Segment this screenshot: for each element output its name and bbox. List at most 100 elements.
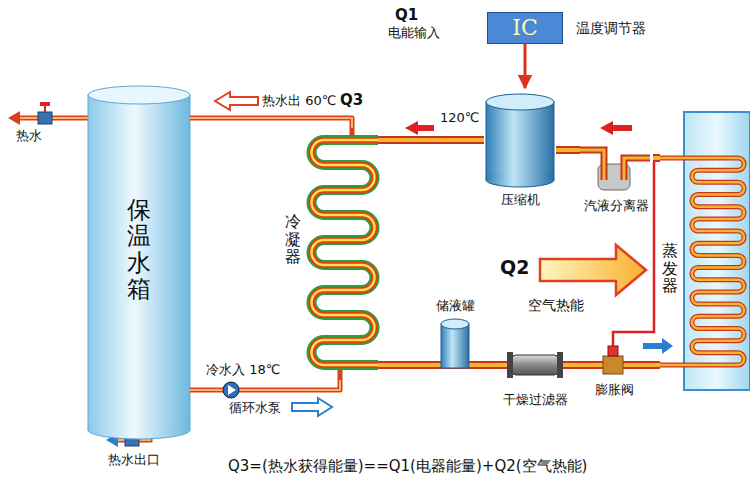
valve-handle (44, 105, 46, 112)
pipe-connector (190, 118, 352, 128)
compressor-body (486, 94, 554, 187)
pipe (624, 158, 650, 180)
pump-symbol (223, 382, 239, 398)
pipe-stroke (480, 363, 492, 367)
annotation-label: 空气热能 (528, 297, 584, 314)
receiver-body (430, 319, 480, 368)
annotation-label: Q3 (340, 91, 363, 109)
tank-body (88, 86, 190, 439)
valve-handle (40, 102, 50, 106)
pipe-stroke (480, 361, 492, 369)
annotation-label: 热水出 60℃ (262, 93, 336, 109)
heat-arrow (540, 245, 646, 295)
pipe-connector (525, 44, 526, 88)
compressor-bottom (486, 173, 554, 187)
node-label: 压缩机 (501, 192, 540, 208)
hot-water-outlet (8, 102, 88, 125)
pipe-connector (378, 140, 484, 141)
pipe (624, 158, 650, 180)
annotation-label: 热水 (16, 128, 42, 144)
filter-body (492, 352, 578, 378)
receiver-cylinder (441, 324, 469, 368)
dry-filter: 干燥过滤器 (492, 350, 578, 410)
pipe-stroke (378, 136, 484, 144)
liquid-receiver: 储液罐 (430, 298, 480, 376)
compressor-fill (487, 172, 553, 180)
compressor-top (486, 94, 554, 110)
pipe (20, 116, 88, 121)
pipe-connector (288, 380, 340, 390)
pipe-stroke (556, 148, 580, 152)
annotation-label: Q1 (395, 6, 418, 24)
pipe-stroke (578, 361, 588, 369)
separator-body (580, 150, 650, 190)
node-label: 储液罐 (436, 298, 475, 314)
pipe-stroke (378, 363, 430, 367)
tank-bottom (88, 421, 190, 439)
annotation-label: Q2 (500, 256, 529, 279)
pipe-stroke (653, 156, 660, 160)
node-label: 冷凝器 (285, 213, 301, 266)
valve-symbol (38, 112, 52, 124)
insulated-water-tank: 保温水箱 (88, 85, 190, 445)
receiver-top (441, 319, 469, 329)
annotation-label: 冷水入 18℃ (206, 362, 280, 378)
node-label: 蒸发器 (662, 242, 678, 295)
compressor: 压缩机 (484, 88, 556, 212)
pipe (580, 150, 604, 180)
pump-symbol (228, 385, 236, 395)
coil-stroke (660, 158, 744, 365)
pipe-stroke (288, 380, 340, 390)
compressor-cylinder (486, 102, 554, 180)
gas-liquid-separator: 汽液分离器 (580, 146, 653, 216)
flow-arrow (405, 121, 434, 135)
pipe-connector (480, 365, 492, 366)
expansion-valve: 膨胀阀 (588, 338, 640, 400)
node-label: 干燥过滤器 (503, 392, 568, 408)
filter-shell (512, 355, 558, 375)
flow-arrow (8, 111, 20, 125)
pipe (580, 150, 604, 180)
coil-stroke (312, 140, 379, 365)
filter-flange (507, 352, 513, 378)
evaporator: 蒸发器 (660, 112, 750, 390)
pipe-stroke (378, 361, 430, 369)
circulation-pump: 循环水泵 (215, 376, 288, 418)
flow-arrow (292, 398, 332, 416)
pipe (350, 128, 355, 136)
filter-flange (557, 352, 563, 378)
pipe-stroke (378, 138, 484, 142)
pipe-stroke (556, 146, 580, 154)
pipe-connector (378, 365, 430, 366)
pipe-stroke (640, 363, 660, 367)
pipe-stroke (190, 118, 352, 128)
pipe-connector (190, 390, 215, 391)
pipe (20, 117, 88, 119)
coil-stroke (312, 140, 379, 365)
pipe-stroke (578, 363, 588, 367)
node-label: 汽液分离器 (584, 198, 649, 214)
pump-body (215, 382, 288, 398)
tank-top (88, 86, 190, 104)
tank-fill (89, 420, 189, 430)
node-label: 膨胀阀 (595, 382, 634, 398)
condenser-coil (312, 140, 379, 365)
node-label: 温度调节器 (576, 20, 646, 37)
flow-arrow (643, 338, 673, 354)
coil-stroke (660, 158, 744, 365)
node-label: 循环水泵 (229, 400, 281, 416)
pipe-connector (653, 158, 660, 159)
pipe-stroke (653, 154, 660, 162)
annotation-label: 电能输入 (388, 25, 440, 41)
annotation-label: 120℃ (440, 110, 479, 126)
evaporator-coil (660, 158, 744, 365)
formula-caption: Q3=(热水获得能量)==Q1(电器能量)+Q2(空气热能) (228, 457, 587, 475)
node-label: IC (512, 15, 538, 41)
pipe (338, 370, 343, 380)
pipe-stroke (190, 388, 215, 393)
pipe-stroke (640, 361, 660, 369)
annotation-label: 热水出口 (108, 452, 160, 468)
pipe-stroke (190, 118, 352, 128)
tank-cylinder (88, 95, 190, 430)
